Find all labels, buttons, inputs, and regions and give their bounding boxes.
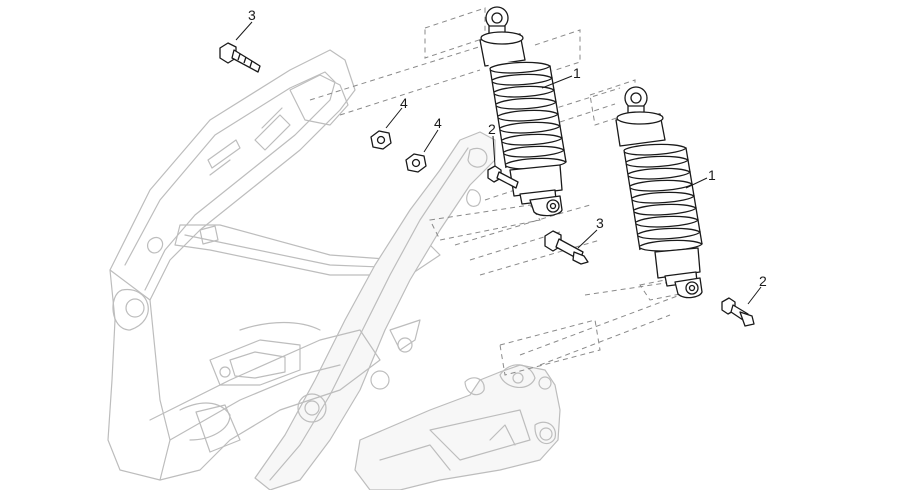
shock-spring-left — [488, 61, 567, 184]
callout-nut-a: 4 — [400, 95, 408, 111]
bolt-long-mid[interactable] — [544, 230, 589, 265]
shock-spring-right — [623, 143, 703, 252]
bolt-short-right[interactable] — [721, 297, 755, 327]
frame-assembly — [107, 49, 561, 490]
shock-absorber-left[interactable] — [479, 6, 567, 217]
bolt-long-top[interactable] — [219, 42, 261, 73]
nut-a[interactable] — [370, 130, 392, 150]
callout-shock-right: 1 — [708, 167, 716, 183]
callout-labels: 3 4 4 2 1 1 3 2 — [248, 7, 767, 289]
bolt-short-mid[interactable] — [487, 165, 519, 189]
callout-bolt-short-right: 2 — [759, 273, 767, 289]
leader-lines — [235, 21, 762, 305]
callout-shock-left: 1 — [573, 65, 581, 81]
nut-b[interactable] — [405, 153, 427, 173]
callout-nut-b: 4 — [434, 115, 442, 131]
callout-bolt-long-mid: 3 — [596, 215, 604, 231]
callout-bolt-short-mid: 2 — [488, 121, 496, 137]
shock-absorber-right[interactable] — [615, 86, 703, 299]
callout-bolt-long-top: 3 — [248, 7, 256, 23]
